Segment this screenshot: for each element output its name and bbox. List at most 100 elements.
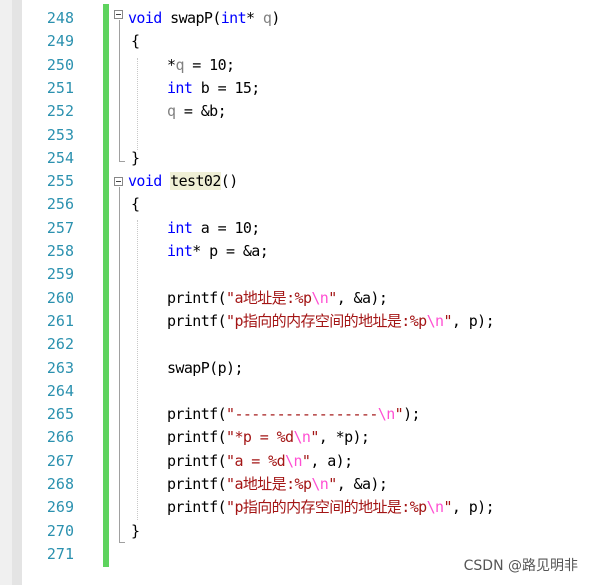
code-token: , &a); — [336, 475, 388, 493]
line-number: 266 — [46, 428, 74, 447]
code-token: b = 15; — [192, 78, 261, 97]
change-tracking-bar — [103, 4, 109, 567]
code-token: swapP(p); — [167, 358, 243, 377]
code-line[interactable]: 259 — [0, 263, 592, 286]
code-token: \n — [293, 428, 311, 447]
code-line[interactable]: 250 *q = 10; — [0, 54, 592, 77]
line-number: 257 — [46, 218, 74, 237]
code-line[interactable]: 252 q = &b; — [0, 100, 592, 123]
code-token: ) — [271, 9, 280, 27]
code-line[interactable]: 270} — [0, 520, 592, 543]
code-token: int — [167, 78, 193, 97]
code-token: printf( — [167, 288, 227, 307]
code-line[interactable]: 271 — [0, 543, 592, 566]
line-number: 261 — [46, 311, 74, 330]
code-token: q — [262, 9, 272, 27]
code-token: void — [128, 9, 162, 27]
code-text: void swapP(int* q) — [128, 7, 280, 30]
code-token: { — [131, 32, 140, 51]
code-text: } — [131, 147, 140, 170]
code-token: \n — [311, 475, 329, 493]
code-text: { — [131, 193, 140, 216]
line-number: 250 — [46, 55, 74, 74]
code-text: *q = 10; — [167, 54, 235, 77]
watermark: CSDN @路见明非 — [463, 558, 578, 574]
code-text: } — [131, 520, 140, 543]
code-token: " — [301, 451, 311, 470]
line-number: 259 — [46, 265, 74, 284]
code-token: " — [310, 428, 319, 447]
code-text: printf("a = %d\n", a); — [167, 450, 353, 473]
code-token: } — [131, 521, 140, 540]
code-token: "p指向的内存空间的地址是:%p — [226, 498, 427, 517]
code-token: a = 10; — [192, 218, 261, 237]
code-line[interactable]: 254} — [0, 147, 592, 170]
line-number: 267 — [46, 451, 74, 470]
code-token: "a = %d — [226, 451, 286, 470]
code-token: q — [167, 102, 176, 121]
code-text: printf("*p = %d\n", *p); — [167, 426, 370, 449]
line-number: 258 — [46, 242, 74, 260]
code-line[interactable]: 264 — [0, 380, 592, 403]
line-number: 268 — [46, 475, 74, 493]
line-number: 248 — [46, 9, 74, 27]
code-token: int — [167, 242, 193, 260]
code-token: * — [167, 55, 176, 74]
code-token: \n — [426, 498, 444, 517]
code-text: { — [131, 30, 140, 53]
code-token — [162, 172, 170, 190]
line-number: 271 — [46, 544, 74, 563]
code-text: int b = 15; — [167, 77, 260, 100]
code-token: = &b; — [175, 102, 227, 121]
code-token: swapP( — [161, 9, 221, 27]
code-token: q — [175, 55, 184, 74]
code-token: , a); — [310, 451, 353, 470]
line-number: 263 — [46, 358, 74, 377]
code-line[interactable]: 255 void test02() — [0, 170, 592, 193]
code-token: \n — [285, 451, 302, 470]
code-text: swapP(p); — [167, 357, 243, 380]
code-line[interactable]: 263 swapP(p); — [0, 357, 592, 380]
collapse-toggle-swapP-icon[interactable] — [114, 10, 123, 19]
indent-guide-test02 — [137, 220, 138, 520]
code-token: printf( — [167, 428, 227, 447]
code-token: * — [246, 9, 263, 27]
indicator-margin — [12, 0, 22, 585]
line-number: 264 — [46, 381, 74, 400]
code-line[interactable]: 256 { — [0, 193, 592, 216]
code-text: printf("-----------------\n"); — [167, 403, 421, 426]
code-token: \n — [377, 405, 395, 424]
line-number: 255 — [46, 172, 74, 191]
code-line[interactable]: 253 — [0, 124, 592, 147]
collapse-toggle-test02-icon[interactable] — [114, 177, 123, 186]
code-token: \n — [426, 311, 444, 330]
code-line[interactable]: 262 — [0, 333, 592, 356]
code-token: "a地址是:%p — [226, 475, 312, 493]
code-token: printf( — [167, 451, 227, 470]
code-line[interactable]: 249{ — [0, 30, 592, 53]
outline-end-test02 — [119, 542, 125, 543]
code-text: void test02() — [128, 170, 238, 193]
line-number: 256 — [46, 195, 74, 214]
code-token: "----------------- — [226, 405, 378, 424]
cutoff-text-row — [18, 0, 478, 4]
code-line[interactable]: 248 void swapP(int* q) — [0, 7, 592, 30]
code-text: printf("a地址是:%p\n", &a); — [167, 287, 388, 310]
outline-end-swapP — [119, 161, 125, 162]
code-token: " — [443, 311, 452, 330]
code-token: { — [131, 195, 140, 214]
line-number: 252 — [46, 102, 74, 121]
code-token: printf( — [167, 405, 227, 424]
code-token: ); — [403, 405, 420, 424]
code-line[interactable]: 267 printf("a = %d\n", a); — [0, 450, 592, 473]
